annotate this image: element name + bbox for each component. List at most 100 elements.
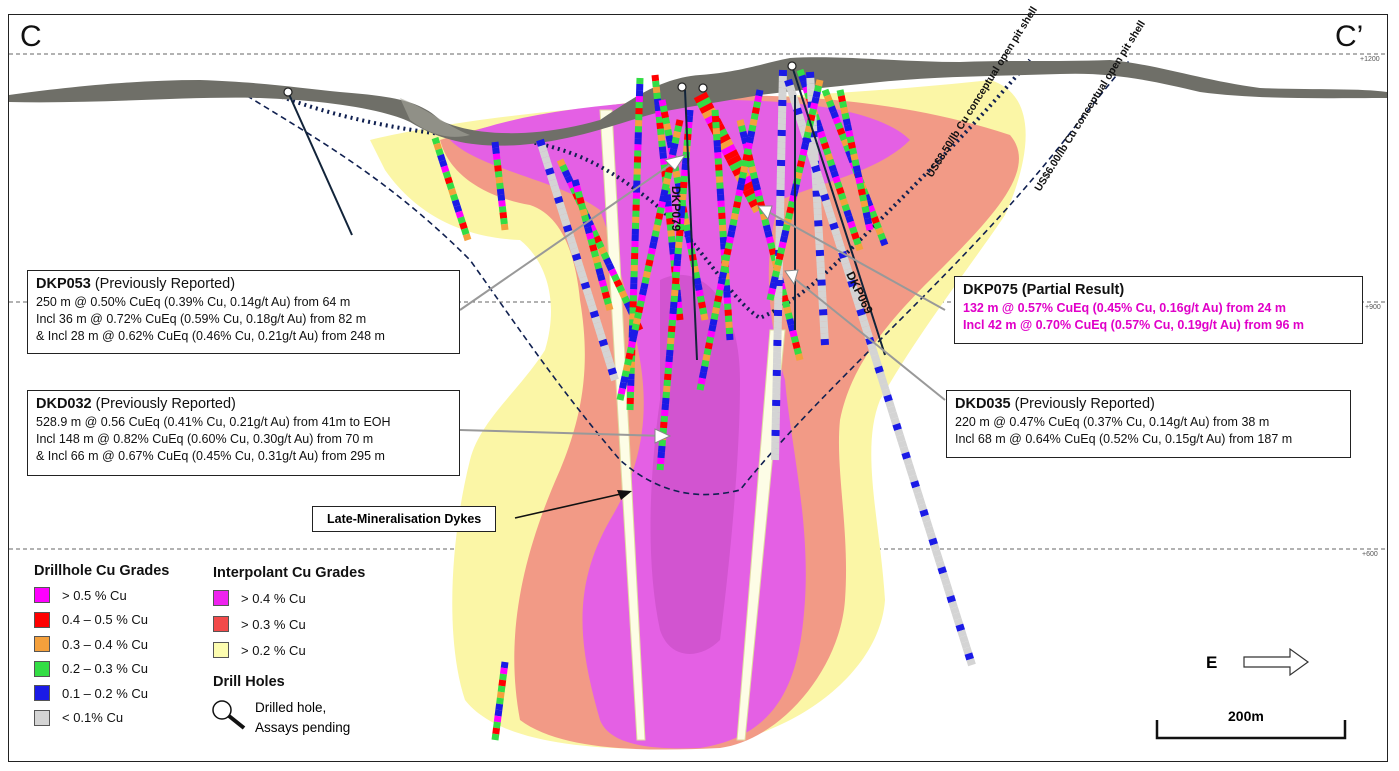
drillhole-segment	[715, 289, 724, 297]
drillhole-segment	[663, 379, 671, 387]
drillhole-segment	[585, 232, 595, 241]
drillhole-segment	[751, 106, 760, 115]
drillhole-segment	[500, 661, 509, 669]
drillhole-segment	[453, 204, 463, 213]
drillhole-segment	[442, 170, 452, 179]
drillhole-segment	[595, 240, 605, 250]
drillhole-segment	[653, 98, 662, 106]
drillhole-segment	[448, 187, 457, 196]
legend-interpolant-title: Interpolant Cu Grades	[213, 565, 366, 581]
drillhole-segment	[948, 600, 958, 609]
callout-dkd032-line: 528.9 m @ 0.56 CuEq (0.41% Cu, 0.21g/t A…	[36, 415, 391, 429]
drillhole-segment	[812, 90, 821, 99]
legend-swatch	[34, 709, 50, 726]
drillhole-segment	[570, 247, 580, 256]
drillhole-segment	[609, 373, 619, 382]
drillhole-segment	[746, 160, 756, 168]
drillhole-segment	[699, 307, 708, 315]
drillhole-segment	[577, 202, 587, 211]
drillhole-segment	[850, 153, 859, 161]
drillhole-segment	[822, 147, 832, 156]
drillhole-segment	[805, 147, 816, 156]
drillhole-segment	[450, 193, 459, 202]
drillhole-segment	[864, 199, 874, 208]
drillhole-segment	[827, 216, 837, 225]
drillhole-segment	[752, 183, 761, 192]
drillhole-segment	[740, 180, 756, 193]
drillhole-segment	[561, 218, 571, 227]
drillhole-segment	[665, 355, 673, 363]
drillhole-segment	[656, 463, 664, 471]
drillhole-segment	[738, 125, 747, 133]
drillhole-segment	[576, 196, 585, 205]
drillhole-segment	[546, 173, 557, 182]
drillhole-segment	[740, 165, 749, 174]
drillhole-segment	[536, 138, 546, 147]
drillhole-segment	[498, 206, 507, 213]
drillhole-trace	[791, 65, 886, 356]
drillhole-segment	[728, 224, 737, 232]
drillhole-segment	[740, 136, 750, 145]
drillhole-segment	[679, 193, 687, 201]
legend-item: > 0.3 % Cu	[213, 611, 365, 637]
drillhole-segment	[858, 313, 868, 323]
drillhole-segment	[668, 319, 676, 327]
drillhole-segment	[497, 194, 506, 202]
drillhole-segment	[650, 235, 659, 244]
drillhole-segment	[933, 554, 944, 563]
drillhole-segment	[598, 279, 608, 288]
drillhole-segment	[857, 188, 866, 196]
drillhole-segment	[908, 474, 919, 483]
drillhole-segment	[492, 147, 500, 155]
drillhole-segment	[856, 308, 866, 317]
drillhole-segment	[955, 623, 965, 632]
drillhole-segment	[821, 88, 831, 97]
drillhole-segment	[623, 301, 633, 310]
drillhole-segment	[622, 364, 631, 372]
drillhole-segment	[747, 130, 756, 138]
drillhole-segment	[942, 583, 953, 592]
drillhole-segment	[839, 100, 848, 109]
drillhole-segment	[669, 247, 677, 255]
drillhole-segment	[668, 241, 677, 249]
dykes-label: Late-Mineralisation Dykes	[312, 506, 497, 532]
drillhole-segment	[548, 178, 559, 187]
drillhole-segment	[841, 112, 850, 120]
drillhole-segment	[755, 89, 764, 97]
drillhole-segment	[770, 276, 779, 284]
legend-item: > 0.2 % Cu	[213, 637, 365, 663]
drillhole-segment	[587, 238, 596, 246]
scale-bar	[1155, 720, 1347, 740]
drillhole-segment	[498, 200, 506, 207]
drillhole-segment	[792, 341, 801, 350]
drillhole-segment	[868, 348, 879, 357]
drillhole-segment	[672, 130, 681, 139]
drillhole-segment	[959, 635, 969, 644]
drillhole-segment	[803, 131, 812, 139]
drillhole-segment	[686, 242, 695, 250]
drillhole-segment	[804, 125, 813, 133]
drillhole-segment	[672, 271, 680, 279]
section-start-label: C	[20, 20, 42, 53]
drillhole-segment	[491, 141, 500, 149]
drillhole-segment	[852, 296, 863, 305]
drillhole-segment	[832, 175, 841, 184]
drillhole-segment	[621, 370, 630, 378]
drillhole-segment	[584, 293, 594, 302]
drillhole-segment	[641, 276, 650, 285]
drillhole-segment	[600, 344, 610, 353]
drillhole-segment	[492, 727, 501, 735]
drillhole-segment	[662, 391, 670, 399]
drillhole-segment	[671, 136, 680, 145]
drillhole-segment	[685, 121, 693, 129]
drillhole-segment	[597, 273, 606, 282]
drillhole-segment	[905, 463, 915, 472]
drillhole-segment	[672, 170, 681, 178]
drillhole-segment	[646, 253, 655, 261]
drillhole-segment	[457, 216, 466, 225]
drillhole-segment	[924, 526, 935, 535]
dyke-arrow-line	[514, 492, 626, 519]
drillhole-segment	[678, 199, 686, 207]
drillhole-segment	[582, 287, 593, 296]
